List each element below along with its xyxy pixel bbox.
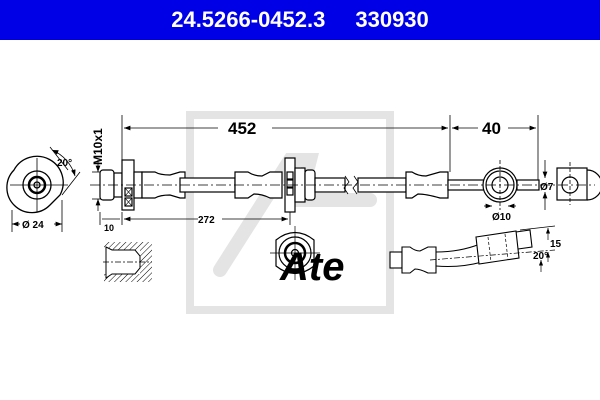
thread-label: M10x1 xyxy=(91,128,105,165)
fitting-angle-label: 20° xyxy=(57,158,72,169)
bend-angle-label: 20° xyxy=(533,251,548,262)
technical-drawing: Ate 20° Ø 24 M10x1 xyxy=(6,111,600,314)
bend-offset-label: 15 xyxy=(550,239,562,250)
eye-width-label: Ø7 xyxy=(540,182,554,193)
end-length-label: 40 xyxy=(482,119,501,138)
title-bar: 24.5266-0452.3 330930 xyxy=(0,0,600,40)
fitting-diameter-label: Ø 24 xyxy=(22,220,44,231)
thread-length-label: 10 xyxy=(104,223,114,233)
port-section-view xyxy=(103,242,152,282)
break-marks xyxy=(90,160,595,210)
eye-diameter-label: Ø10 xyxy=(492,212,511,223)
bent-end-view xyxy=(389,225,556,274)
ate-watermark: Ate xyxy=(186,111,394,314)
bracket-end-view xyxy=(270,226,320,280)
part-number: 24.5266-0452.3 xyxy=(171,7,326,32)
reference-number: 330930 xyxy=(355,7,429,32)
bracket-position-label: 272 xyxy=(198,215,215,226)
end-view-fitting xyxy=(6,146,81,232)
length-dimensions xyxy=(99,115,548,225)
overall-length-label: 452 xyxy=(228,119,256,138)
